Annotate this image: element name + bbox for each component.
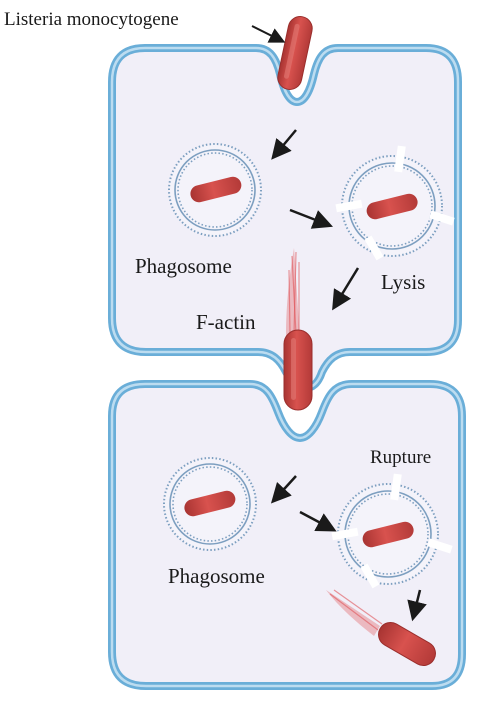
label-f-actin: F-actin (196, 312, 255, 333)
label-listeria: Listeria monocytogene (4, 10, 179, 29)
label-rupture: Rupture (370, 448, 431, 467)
label-phagosome-top: Phagosome (135, 256, 232, 277)
arrow-to-bacterium (252, 26, 280, 40)
label-phagosome-bottom: Phagosome (168, 566, 265, 587)
label-lysis: Lysis (381, 272, 425, 293)
phagosome-bottom (164, 458, 256, 550)
bacterium-spreading (284, 330, 312, 410)
phagosome-top (169, 144, 261, 236)
